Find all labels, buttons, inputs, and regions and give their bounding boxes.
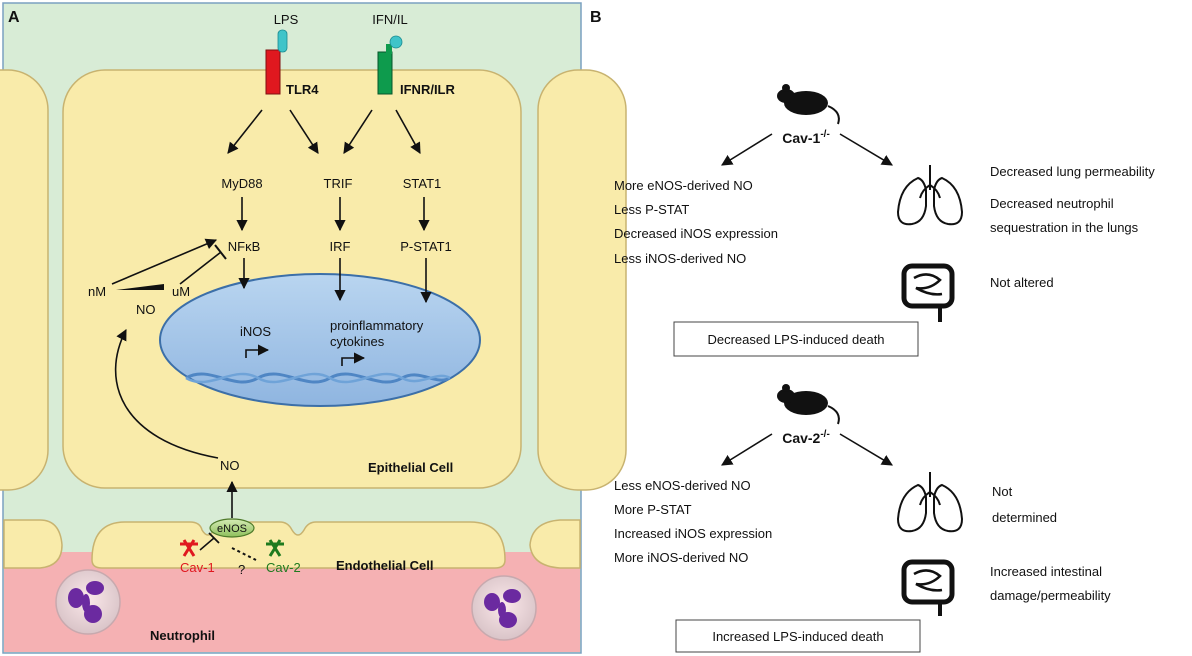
no-label-top: NO xyxy=(136,302,156,317)
cav1-label: Cav-1 xyxy=(180,560,215,575)
stat1-label: STAT1 xyxy=(403,176,442,191)
ifnr-receptor-stem xyxy=(386,44,392,54)
cav2-intestine-text-line2: damage/permeability xyxy=(990,588,1111,603)
cav1-lung-text2-line2: sequestration in the lungs xyxy=(990,220,1139,235)
neutrophil-left xyxy=(55,569,121,635)
cytokines-transcription-arrow xyxy=(341,352,366,366)
inhibit-bar xyxy=(214,244,227,260)
question-label: ? xyxy=(238,562,245,577)
epithelial-cell-right xyxy=(537,69,627,491)
cytokines-label: cytokines xyxy=(330,334,385,349)
endothelial-cell-right xyxy=(529,519,581,569)
arrow-tlr4-trif xyxy=(289,109,319,154)
cav2-item-1: Less eNOS-derived NO xyxy=(614,478,751,493)
inos-transcription-arrow xyxy=(245,344,270,358)
arrow-no-curve xyxy=(114,329,219,459)
inhibit-cav1-bar xyxy=(208,532,220,544)
cav1-mouse-label: Cav-1-/- xyxy=(782,129,830,146)
tlr4-receptor xyxy=(265,49,281,95)
um-label: uM xyxy=(172,284,190,299)
arrow-tlr4-myd88 xyxy=(227,109,263,154)
no-label-bottom: NO xyxy=(220,458,240,473)
cav2-mouse-label: Cav-2-/- xyxy=(782,429,830,446)
intestine-icon-cav1 xyxy=(901,263,955,322)
arrow-cav1-right xyxy=(839,133,893,166)
neutrophil-label: Neutrophil xyxy=(150,628,215,643)
inhibit-cav1-enos xyxy=(199,537,215,551)
cav1-lung-text2-line1: Decreased neutrophil xyxy=(990,196,1114,211)
ifnr-ilr-label: IFNR/ILR xyxy=(400,82,455,97)
cav1-item-4: Less iNOS-derived NO xyxy=(614,251,746,266)
cav2-icon xyxy=(266,539,284,557)
epithelial-cell-label: Epithelial Cell xyxy=(368,460,453,475)
cav1-item-1: More eNOS-derived NO xyxy=(614,178,753,193)
endothelial-cell-left xyxy=(3,519,63,569)
cav2-label: Cav-2 xyxy=(266,560,301,575)
nm-label: nM xyxy=(88,284,106,299)
cav1-item-3: Decreased iNOS expression xyxy=(614,226,778,241)
cav2-outcome-box xyxy=(675,619,921,653)
arrow-cav2-right xyxy=(839,433,893,466)
arrow-cav1-left xyxy=(721,133,773,166)
arrow-ifnr-trif xyxy=(343,109,373,154)
neutrophil-right xyxy=(471,575,537,641)
proinflammatory-label: proinflammatory xyxy=(330,318,424,333)
tlr4-label: TLR4 xyxy=(286,82,319,97)
ifn-il-label: IFN/IL xyxy=(372,12,407,27)
cav1-icon xyxy=(180,539,198,557)
lung-icon-cav1 xyxy=(896,165,964,226)
lung-icon-cav2 xyxy=(896,472,964,533)
intestine-icon-cav2 xyxy=(901,559,955,616)
cav1-item-2: Less P-STAT xyxy=(614,202,689,217)
nfkb-label: NFκB xyxy=(228,239,261,254)
cav2-outcome-label: Increased LPS-induced death xyxy=(712,629,883,644)
pstat1-label: P-STAT1 xyxy=(400,239,452,254)
lps-ligand xyxy=(277,29,288,53)
epithelial-cell-left xyxy=(0,69,49,491)
panel-a: A LPS TLR4 IFN/IL IFNR/ILR MyD88 TRIF ST… xyxy=(0,2,627,654)
ifnr-receptor xyxy=(377,51,393,95)
panel-b: B Cav-1-/- More eNOS-derived NO Less P-S… xyxy=(590,9,1155,653)
cav2-intestine-text-line1: Increased intestinal xyxy=(990,564,1102,579)
cav2-item-4: More iNOS-derived NO xyxy=(614,550,748,565)
lps-label: LPS xyxy=(274,12,299,27)
endothelial-cell-label: Endothelial Cell xyxy=(336,558,434,573)
irf-label: IRF xyxy=(330,239,351,254)
arrow-ifnr-stat1 xyxy=(395,109,421,154)
mouse-icon-cav2 xyxy=(777,384,840,425)
enos-label: eNOS xyxy=(217,523,247,535)
cav1-lung-text: Decreased lung permeability xyxy=(990,164,1155,179)
myd88-label: MyD88 xyxy=(221,176,262,191)
panel-b-label: B xyxy=(590,9,602,26)
trif-label: TRIF xyxy=(324,176,353,191)
cav1-intestine-text: Not altered xyxy=(990,275,1054,290)
nucleus xyxy=(159,273,481,407)
inhibit-um-nfkb xyxy=(179,251,222,285)
cav2-lung-text-line2: determined xyxy=(992,510,1057,525)
arrow-cav2-left xyxy=(721,433,773,466)
arrow-nm-nfkb xyxy=(111,238,218,285)
cav2-lung-text-line1: Not xyxy=(992,484,1013,499)
endothelial-cell-main xyxy=(91,521,506,569)
panel-a-label: A xyxy=(8,9,20,26)
cav2-item-3: Increased iNOS expression xyxy=(614,526,772,541)
cav1-outcome-label: Decreased LPS-induced death xyxy=(707,332,884,347)
cav2-item-2: More P-STAT xyxy=(614,502,692,517)
dna-strand-2 xyxy=(185,372,451,384)
inos-gene-label: iNOS xyxy=(240,324,271,339)
no-concentration-wedge xyxy=(116,284,164,290)
mouse-icon-cav1 xyxy=(777,84,840,125)
enos xyxy=(209,518,255,538)
cav1-outcome-box xyxy=(673,321,919,357)
unknown-cav2-enos xyxy=(231,547,257,561)
ifn-ligand xyxy=(389,35,403,49)
